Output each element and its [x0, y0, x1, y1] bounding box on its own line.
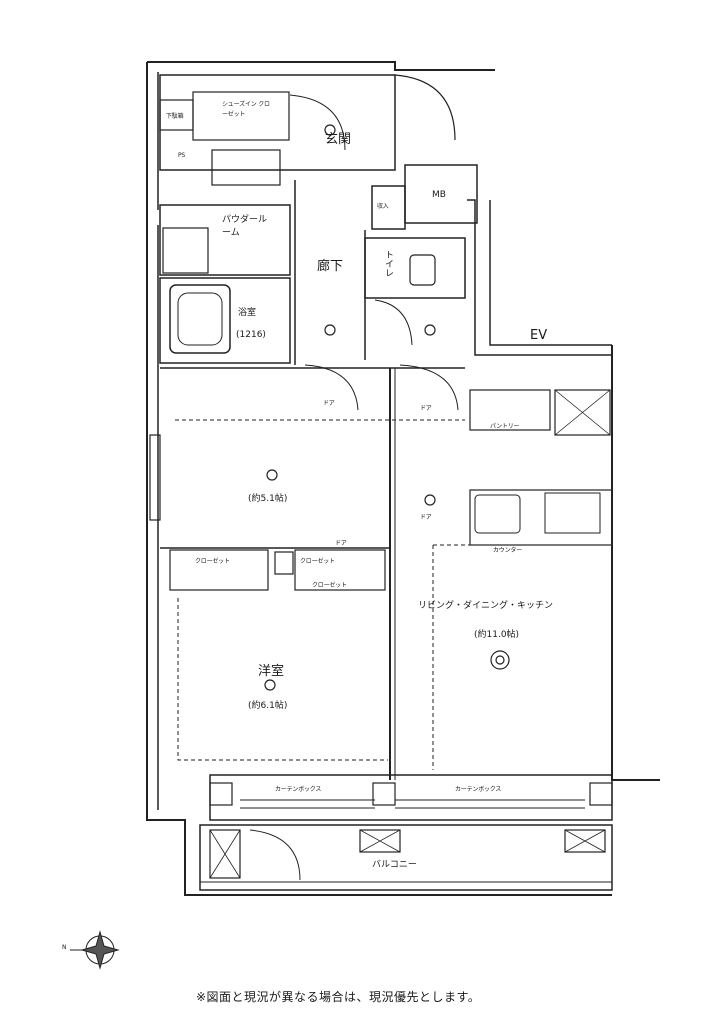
- ps-box-3: [372, 782, 396, 806]
- western-room-2-size: (約6.1帖): [248, 701, 288, 711]
- powder-room-label: パウダールーム: [222, 215, 268, 238]
- balcony-label: バルコニー: [372, 860, 417, 870]
- powder-room: [159, 204, 291, 276]
- door-label-4: ドア: [335, 540, 347, 547]
- outer-wall: [146, 61, 612, 896]
- bathtub: [169, 284, 231, 354]
- door-arc-entry: [289, 94, 346, 151]
- balcony-door-arc: [249, 829, 301, 881]
- toilet-bowl: [409, 254, 436, 286]
- balcony-box-3: [564, 829, 606, 853]
- light: [490, 650, 510, 670]
- bathroom: [159, 277, 291, 364]
- balcony-box-2: [359, 829, 401, 853]
- bathtub-inner: [177, 292, 223, 346]
- bathroom-label: 浴室: [238, 308, 257, 318]
- light: [324, 124, 336, 136]
- ev-label: EV: [530, 328, 548, 343]
- room2-dash: [177, 598, 388, 761]
- ps-box-2: [209, 782, 233, 806]
- sash-2: [395, 799, 585, 809]
- window-bottom: [209, 774, 613, 821]
- left-window: [149, 434, 161, 521]
- door-arc-1: [304, 364, 359, 411]
- curtain-box-2-label: カーテンボックス: [455, 786, 502, 793]
- sash-1: [240, 799, 375, 809]
- ps-label: PS: [178, 152, 186, 159]
- counter-label: カウンター: [493, 547, 523, 554]
- light: [324, 324, 336, 336]
- laundry: [211, 149, 281, 186]
- shoes-in-closet-label: シューズイン クローゼット: [222, 101, 270, 118]
- entrance-door: [394, 74, 456, 141]
- shoe-box-label: 下駄箱: [166, 113, 184, 120]
- pantry: [469, 389, 551, 431]
- storage-label: 収入: [377, 203, 389, 210]
- balcony-box-1: [209, 829, 241, 879]
- storage-box: [371, 185, 406, 230]
- right-wall: [611, 345, 660, 781]
- door-label-1: ドア: [323, 400, 335, 407]
- sink: [162, 227, 209, 274]
- western-room-1-size: (約5.1帖): [248, 494, 288, 504]
- western-room-2-label: 洋室: [258, 664, 285, 679]
- door-label-2: ドア: [420, 405, 432, 412]
- kitchen-counter: [469, 489, 613, 546]
- ev-outer: [489, 200, 612, 346]
- curtain-box-1-label: カーテンボックス: [275, 786, 322, 793]
- light: [495, 655, 505, 665]
- toilet-room: [364, 237, 466, 299]
- balcony: [199, 824, 613, 891]
- closet-1-label: クローゼット: [195, 558, 230, 565]
- entrance-block: [159, 74, 396, 171]
- hallway-label: 廊下: [317, 259, 344, 274]
- closet-2: [294, 549, 386, 591]
- kitchen-sink: [474, 494, 521, 534]
- ldk-dash: [432, 544, 612, 770]
- fridge: [554, 389, 611, 436]
- stove: [544, 492, 601, 534]
- mb-label: MB: [432, 190, 446, 200]
- ps-box-4: [589, 782, 613, 806]
- door-arc-2: [399, 364, 459, 411]
- shoe-box: [159, 99, 194, 131]
- ev-wall: [467, 199, 612, 356]
- north-label: N: [62, 944, 67, 951]
- closet-1: [169, 549, 269, 591]
- light: [266, 469, 278, 481]
- closet-3-label: クローゼット: [300, 558, 335, 565]
- door-label-3: ドア: [420, 514, 432, 521]
- toilet-label: トイレ: [383, 250, 393, 277]
- ps-box-1: [274, 551, 294, 575]
- light: [424, 494, 436, 506]
- closet-2-label: クローゼット: [312, 582, 347, 589]
- entrance-label: 玄関: [325, 132, 352, 147]
- disclaimer-note: ※図面と現況が異なる場合は、現況優先とします。: [196, 990, 481, 1004]
- door-arc-3: [374, 299, 413, 346]
- fridge-x: [554, 389, 611, 436]
- bathroom-size-label: (1216): [236, 330, 266, 340]
- compass-rose: [80, 930, 120, 970]
- light: [264, 679, 276, 691]
- ldk-size: (約11.0帖): [474, 630, 520, 640]
- pantry-label: パントリー: [490, 423, 520, 430]
- ldk-label: リビング・ダイニング・キッチン: [418, 601, 554, 611]
- light: [424, 324, 436, 336]
